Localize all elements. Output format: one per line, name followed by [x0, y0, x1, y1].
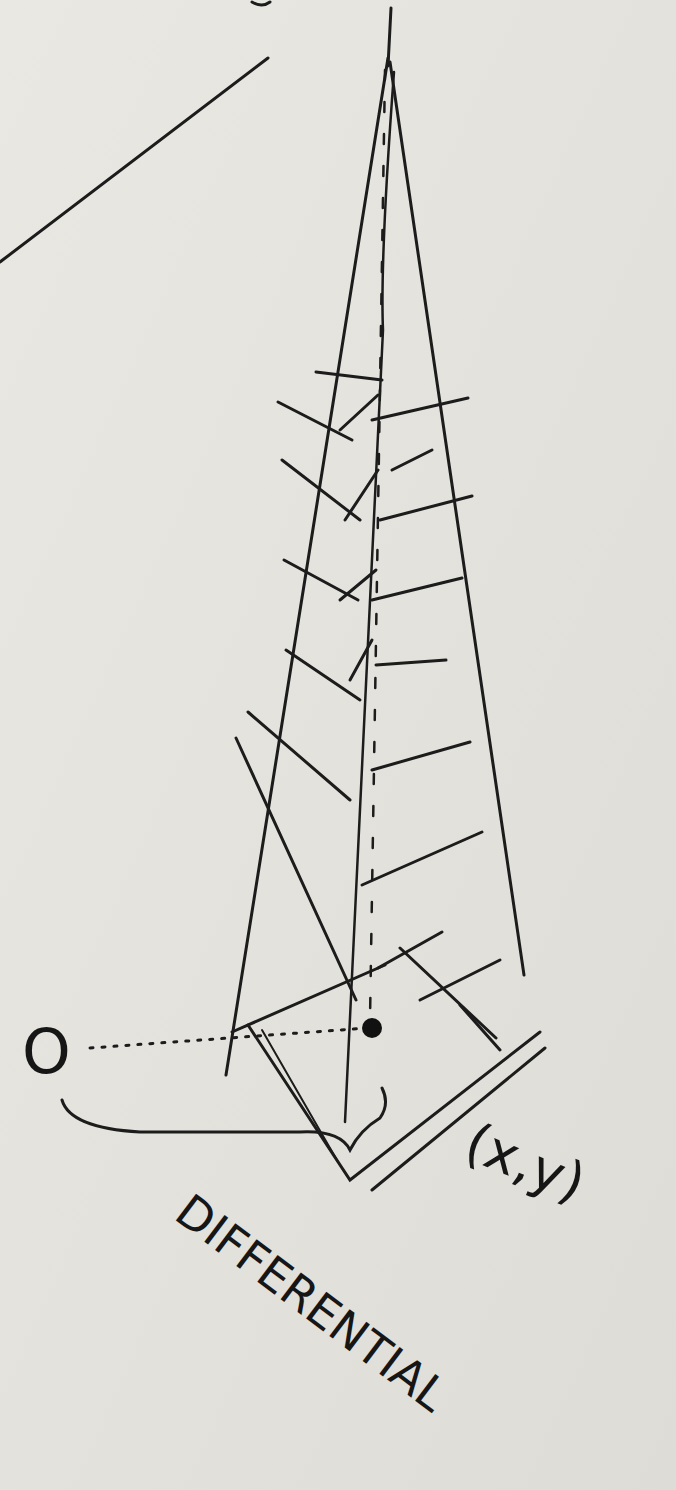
left-edge [226, 58, 388, 1075]
hatch [340, 395, 378, 430]
hatch [378, 932, 442, 968]
hatch [345, 470, 378, 520]
brace [62, 1088, 386, 1150]
right-edge [390, 62, 524, 975]
hatch [372, 398, 468, 420]
base-line [262, 1030, 338, 1162]
hatch [282, 460, 360, 520]
hatch [286, 650, 360, 700]
point-dot [362, 1018, 382, 1038]
hatch [340, 570, 376, 600]
hatch [362, 832, 482, 885]
point-label: (x,y) [458, 1115, 592, 1211]
hatch [400, 948, 496, 1038]
stray-arc [252, 2, 270, 5]
hatch [248, 712, 350, 800]
hatch [460, 1005, 500, 1050]
hatch [316, 372, 382, 380]
hatch [372, 578, 462, 600]
hatch [236, 738, 356, 1000]
base-line [232, 965, 385, 1032]
hatch [376, 660, 446, 665]
hatch [350, 640, 372, 680]
dotted-leader [90, 1028, 368, 1048]
hatch [372, 742, 470, 770]
differential-label: DIFFERENTIAL [168, 1187, 455, 1419]
hatch [278, 402, 352, 440]
sketch-lines [0, 2, 545, 1190]
stray-line [0, 58, 268, 262]
hatch [380, 496, 472, 520]
origin-label: O [22, 1021, 71, 1083]
hatch [392, 450, 432, 470]
